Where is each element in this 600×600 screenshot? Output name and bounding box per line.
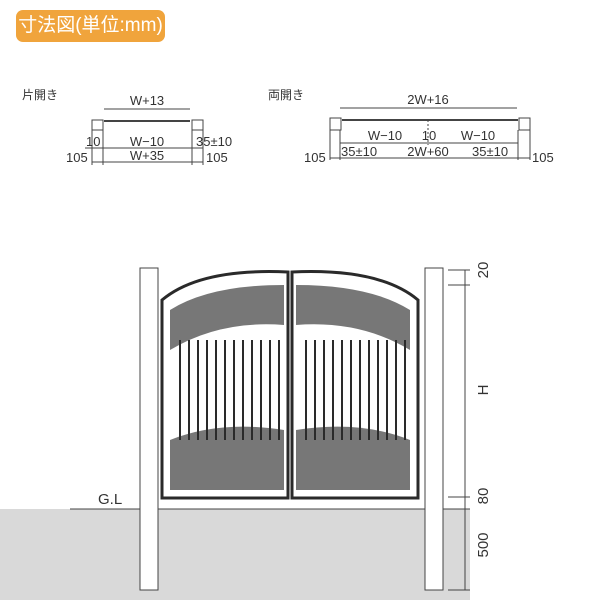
svg-text:10: 10 [86, 134, 100, 149]
svg-text:W−10: W−10 [130, 134, 164, 149]
svg-text:H: H [475, 385, 492, 396]
svg-text:105: 105 [66, 150, 88, 165]
svg-text:20: 20 [475, 262, 492, 279]
gate-leaf-right [290, 270, 420, 500]
ground [0, 509, 470, 600]
svg-text:2W+60: 2W+60 [407, 144, 449, 159]
double-swing-label: 両開き [268, 88, 305, 102]
left-post [139, 267, 159, 591]
title-badge: 寸法図(単位:mm) [16, 10, 165, 42]
svg-text:2W+16: 2W+16 [407, 92, 449, 107]
svg-text:105: 105 [206, 150, 228, 165]
svg-text:W−10: W−10 [461, 128, 495, 143]
svg-text:500: 500 [475, 532, 492, 557]
double-swing-plan: 2W+16 W−10 10 W−10 35±10 2W+60 35±10 105… [304, 92, 554, 165]
single-swing-plan: W+13 10 W−10 35±10 W+35 105 105 [66, 93, 232, 165]
svg-text:80: 80 [475, 488, 492, 505]
svg-text:35±10: 35±10 [196, 134, 232, 149]
svg-text:105: 105 [304, 150, 326, 165]
single-swing-label: 片開き [22, 88, 59, 102]
svg-text:35±10: 35±10 [341, 144, 377, 159]
gate-elevation: G.L 20 H 80 500 [0, 262, 492, 600]
right-post [424, 267, 444, 591]
svg-text:105: 105 [532, 150, 554, 165]
svg-text:10: 10 [422, 128, 436, 143]
svg-text:W−10: W−10 [368, 128, 402, 143]
svg-text:35±10: 35±10 [472, 144, 508, 159]
dim-top: W+13 [130, 93, 164, 108]
svg-text:W+35: W+35 [130, 148, 164, 163]
ground-label: G.L [98, 491, 122, 508]
